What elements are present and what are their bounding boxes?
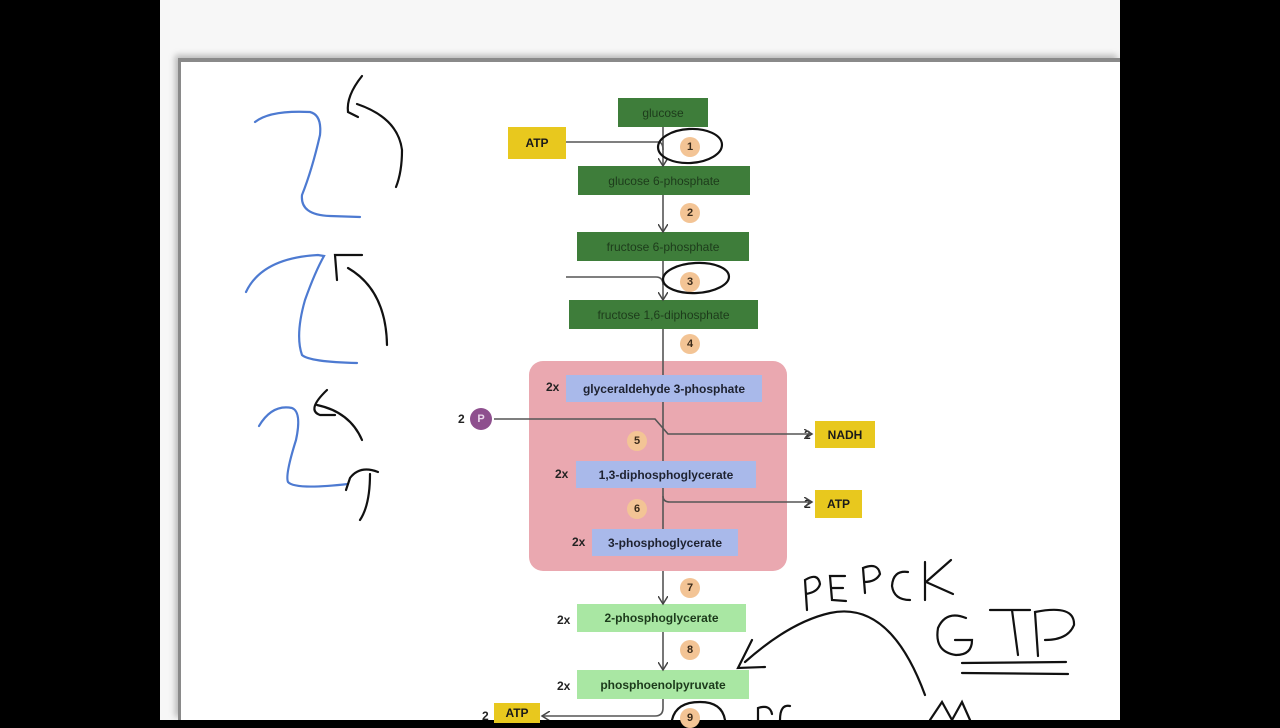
molecule-3-phosphoglycerate: 3-phosphoglycerate — [592, 529, 738, 556]
atp-count: 2 — [804, 497, 811, 511]
molecule-glucose: glucose — [618, 98, 708, 127]
phosphate-icon: P — [470, 408, 492, 430]
multiplier-label: 2x — [546, 380, 560, 394]
molecule-glucose-6-phosphate: glucose 6-phosphate — [578, 166, 750, 195]
multiplier-label: 2x — [557, 613, 571, 627]
step-badge: 7 — [680, 578, 700, 598]
molecule-phosphoenolpyruvate: phosphoenolpyruvate — [577, 670, 749, 699]
multiplier-label: 2x — [557, 679, 571, 693]
molecule-fructose-1-6-diphosphate: fructose 1,6-diphosphate — [569, 300, 758, 329]
nadh-count: 2 — [804, 428, 811, 442]
multiplier-label: 2x — [572, 535, 586, 549]
step-badge: 8 — [680, 640, 700, 660]
multiplier-label: 2x — [555, 467, 569, 481]
molecule-glyceraldehyde-3-phosphate: glyceraldehyde 3-phosphate — [566, 375, 762, 402]
step-badge: 6 — [627, 499, 647, 519]
molecule-fructose-6-phosphate: fructose 6-phosphate — [577, 232, 749, 261]
molecule-2-phosphoglycerate: 2-phosphoglycerate — [577, 604, 746, 632]
atp-count: 2 — [482, 709, 489, 723]
step-badge: 3 — [680, 272, 700, 292]
phosphate-count: 2 — [458, 412, 465, 426]
atp-input-badge: ATP — [508, 127, 566, 159]
step-badge: 2 — [680, 203, 700, 223]
nadh-badge: NADH — [815, 421, 875, 448]
atp-output-badge: ATP — [815, 490, 862, 518]
step-badge: 5 — [627, 431, 647, 451]
molecule-1-3-diphosphoglycerate: 1,3-diphosphoglycerate — [576, 461, 756, 488]
step-badge: 9 — [680, 708, 700, 728]
step-badge: 4 — [680, 334, 700, 354]
atp-output-badge: ATP — [494, 703, 540, 723]
step-badge: 1 — [680, 137, 700, 157]
